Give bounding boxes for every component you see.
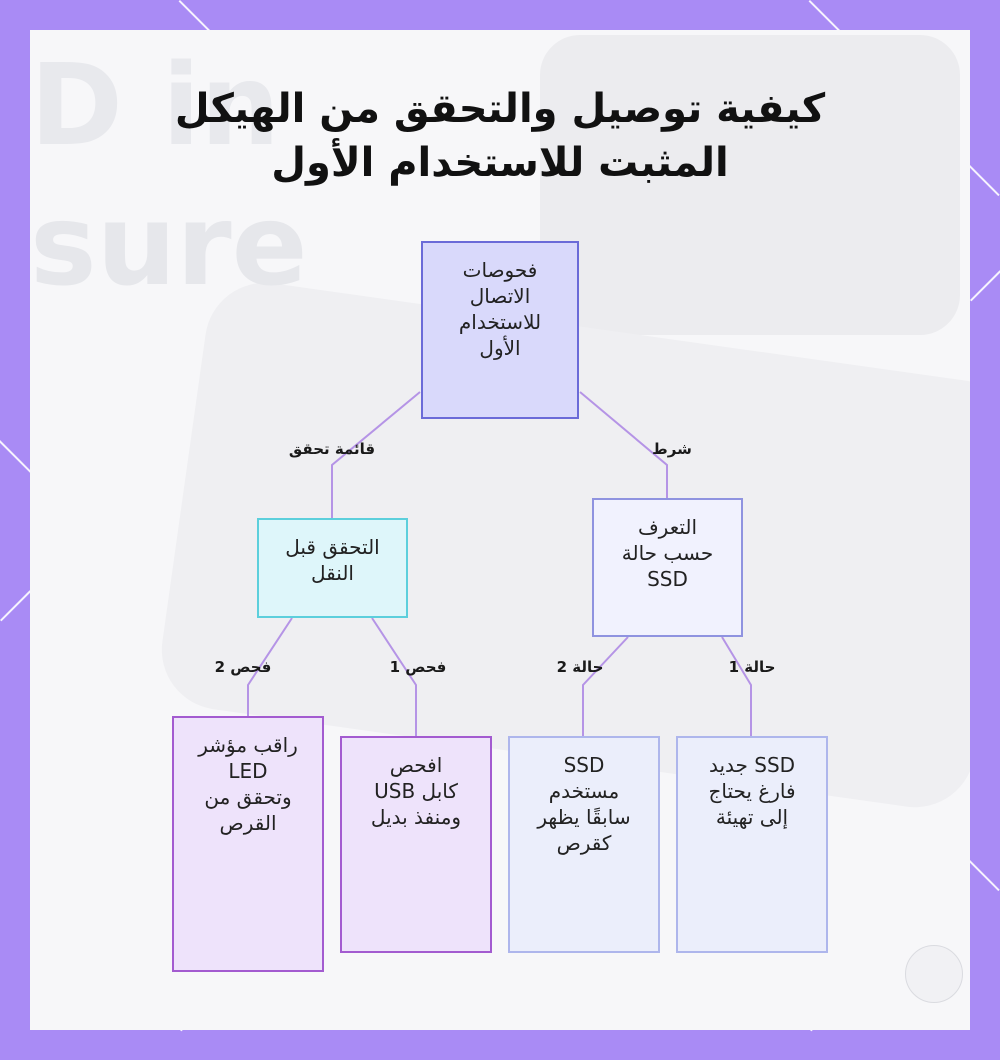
node-pre-transfer-check: التحقق قبل النقل <box>257 518 408 618</box>
background-ghost-word-1: D in <box>30 41 281 171</box>
edge-identify-to-used <box>582 636 629 736</box>
node-usb-cable-check: افحص كابل USB ومنفذ بديل <box>340 736 492 953</box>
watermark-seal <box>905 945 963 1003</box>
node-led-indicator-check: راقب مؤشر LED وتحقق من القرص <box>172 716 324 972</box>
page-title-line-2: المثبت للاستخدام الأول <box>271 140 729 186</box>
edge-root-to-precheck <box>331 391 421 518</box>
node-root-connection-checks: فحوصات الاتصال للاستخدام الأول <box>421 241 579 419</box>
node-used-ssd: SSD مستخدم سابقًا يظهر كقرص <box>508 736 660 953</box>
edge-precheck-to-led <box>247 617 293 716</box>
edge-label-check-2: فحص 2 <box>214 658 272 676</box>
page-title-line-1: كيفية توصيل والتحقق من الهيكل <box>174 86 826 132</box>
edge-label-check-1: فحص 1 <box>389 658 447 676</box>
edge-label-condition: شرط <box>652 440 692 458</box>
edge-identify-to-new <box>721 636 752 736</box>
edge-precheck-to-usb <box>371 617 417 736</box>
background-device-photo-top <box>540 35 960 335</box>
background-ghost-word-2: sure <box>30 181 308 311</box>
node-new-ssd: SSD جديد فارغ يحتاج إلى تهيئة <box>676 736 828 953</box>
edge-label-checklist: قائمة تحقق <box>288 440 376 458</box>
edge-label-case-1: حالة 1 <box>728 658 776 676</box>
edge-label-case-2: حالة 2 <box>556 658 604 676</box>
node-identify-by-ssd-state: التعرف حسب حالة SSD <box>592 498 743 637</box>
edge-root-to-identify <box>579 391 668 498</box>
